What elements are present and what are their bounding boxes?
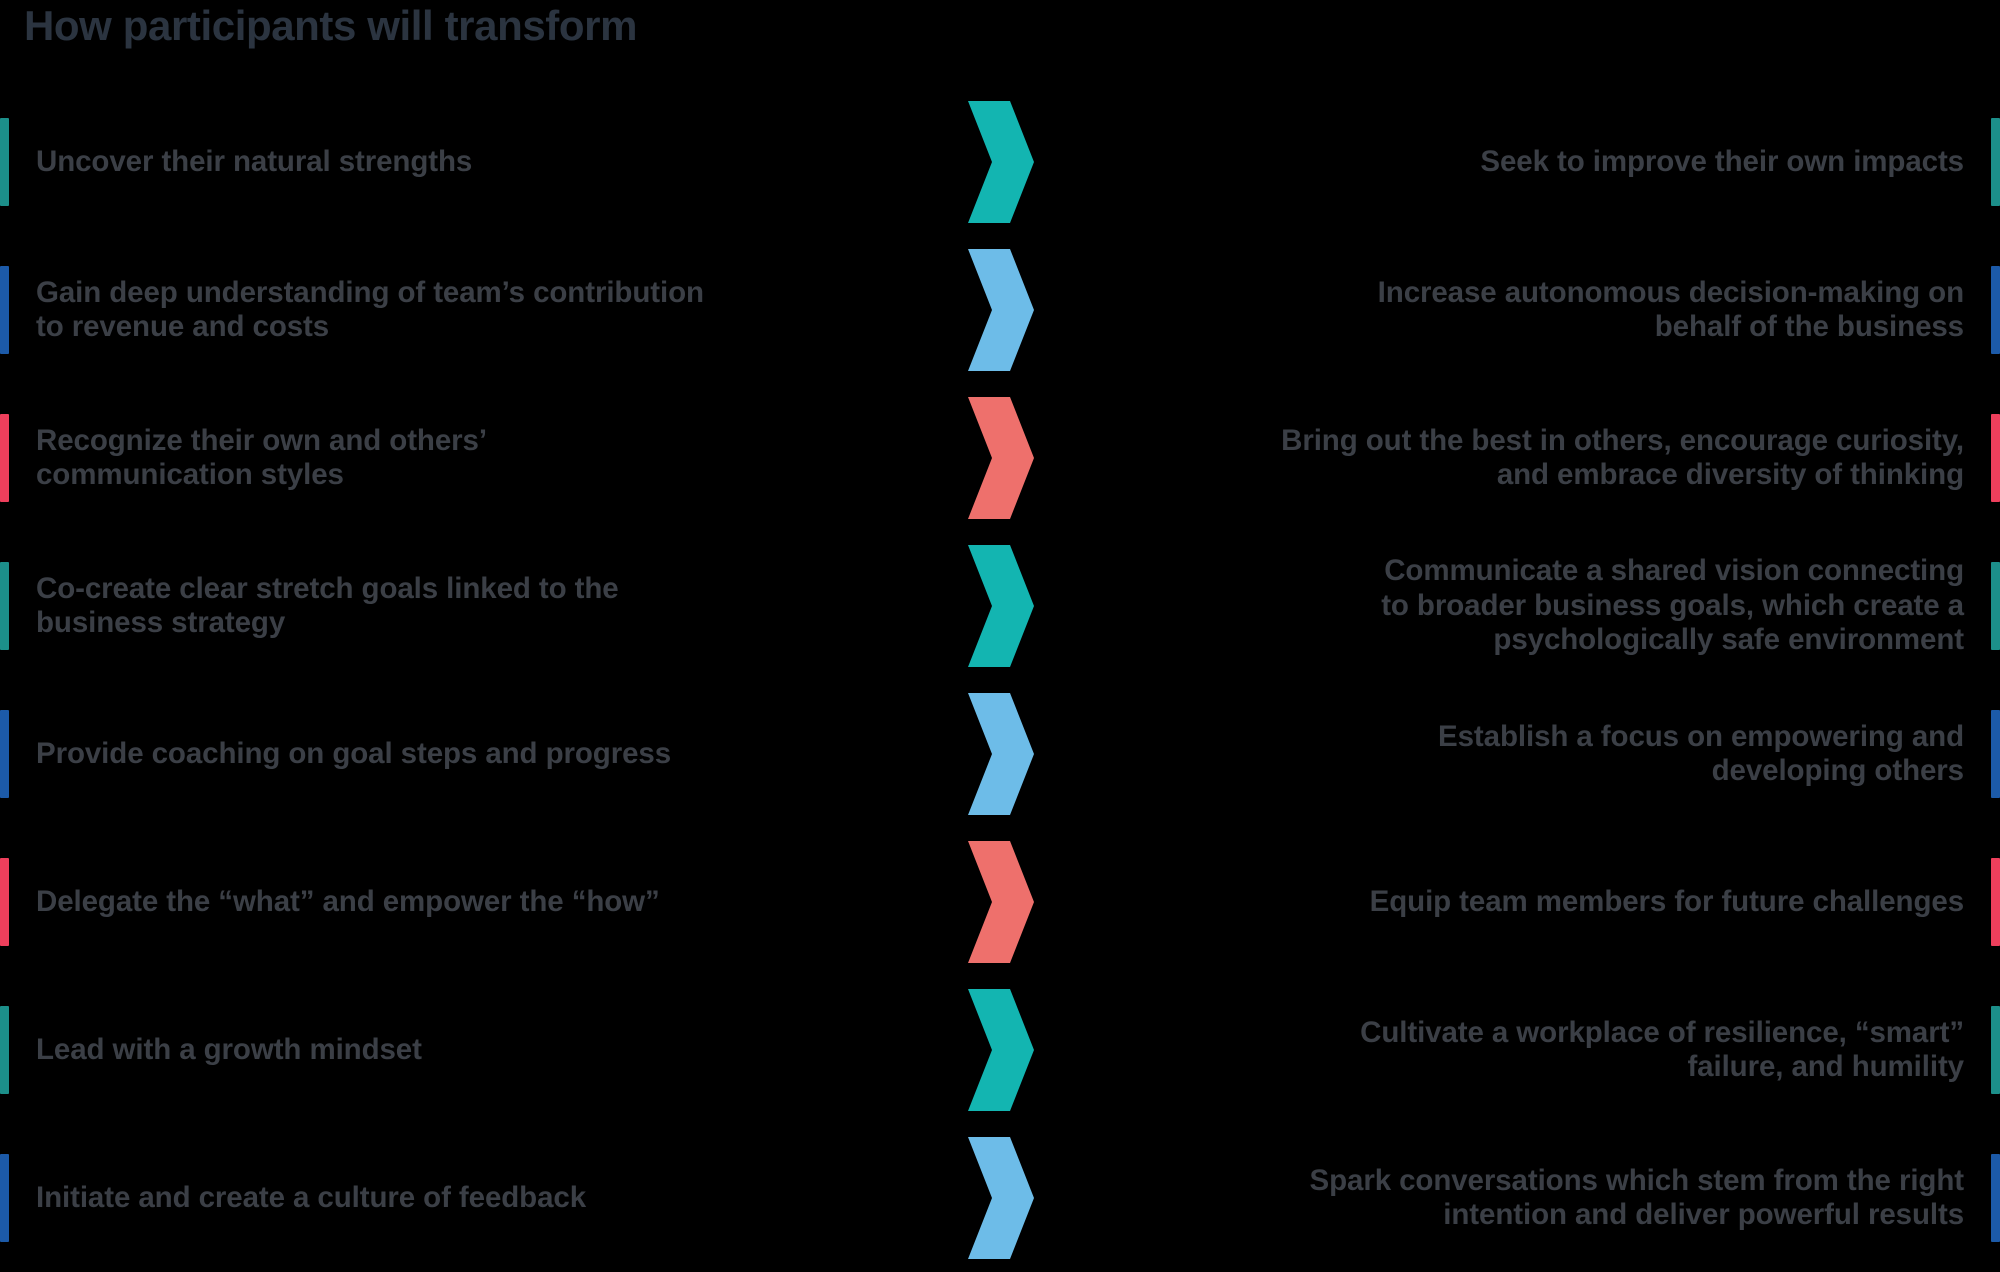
row-chevron <box>880 395 1120 521</box>
row-left-text-line: communication styles <box>36 458 344 491</box>
row-right-text-line: Cultivate a workplace of resilience, “sm… <box>1360 1015 1964 1049</box>
row-accent-bar-right <box>1991 1154 2000 1242</box>
row-right-text: Bring out the best in others, encourage … <box>1120 424 2000 493</box>
row-right-text: Cultivate a workplace of resilience, “sm… <box>1120 1016 2000 1085</box>
transformation-row: Initiate and create a culture of feedbac… <box>0 1124 2000 1272</box>
transformation-row: Delegate the “what” and empower the “how… <box>0 828 2000 976</box>
row-accent-bar-left <box>0 1006 9 1094</box>
row-right-text-line: Increase autonomous decision-making on <box>1377 275 1964 309</box>
chevron-right-icon <box>968 397 1034 519</box>
chevron-right-icon <box>968 1137 1034 1259</box>
row-accent-bar-right <box>1991 858 2000 946</box>
row-right-text: Spark conversations which stem from the … <box>1120 1164 2000 1233</box>
row-left-text-line: Provide coaching on goal steps and progr… <box>36 736 672 770</box>
row-right-text-line: failure, and humility <box>1687 1050 1964 1083</box>
transformation-row: Co-create clear stretch goals linked to … <box>0 532 2000 680</box>
row-chevron <box>880 99 1120 225</box>
row-right-text-line: Communicate a shared vision connecting <box>1384 554 1964 588</box>
row-left-text-line: Initiate and create a culture of feedbac… <box>36 1180 587 1214</box>
row-left-text: Uncover their natural strengths <box>0 145 880 180</box>
row-left-text-line: Recognize their own and others’ <box>36 423 487 457</box>
chevron-right-icon <box>968 101 1034 223</box>
row-left-text-line: Uncover their natural strengths <box>36 144 473 178</box>
chevron-right-icon <box>968 841 1034 963</box>
row-chevron <box>880 691 1120 817</box>
row-right-text: Equip team members for future challenges <box>1120 885 2000 920</box>
row-right-text: Seek to improve their own impacts <box>1120 145 2000 180</box>
row-accent-bar-left <box>0 414 9 502</box>
row-right-text-line: Spark conversations which stem from the … <box>1309 1163 1965 1197</box>
row-left-text: Gain deep understanding of team’s contri… <box>0 276 880 345</box>
row-right-text-line: developing others <box>1711 754 1964 787</box>
page-title: How participants will transform <box>24 2 638 49</box>
transformation-row: Lead with a growth mindset Cultivate a wo… <box>0 976 2000 1124</box>
row-right-text-line: psychologically safe environment <box>1493 623 1964 657</box>
transformation-row: Provide coaching on goal steps and progr… <box>0 680 2000 828</box>
chevron-right-icon <box>968 249 1034 371</box>
transformation-row: Recognize their own and others’communica… <box>0 384 2000 532</box>
row-accent-bar-left <box>0 562 9 650</box>
row-right-text-line: to broader business goals, which create … <box>1381 588 1964 622</box>
row-accent-bar-right <box>1991 562 2000 650</box>
row-left-text: Provide coaching on goal steps and progr… <box>0 737 880 772</box>
row-left-text-line: Co-create clear stretch goals linked to … <box>36 571 619 605</box>
row-accent-bar-right <box>1991 414 2000 502</box>
row-right-text-line: Seek to improve their own impacts <box>1480 144 1964 178</box>
row-accent-bar-left <box>0 266 9 354</box>
row-accent-bar-right <box>1991 1006 2000 1094</box>
chevron-right-icon <box>968 545 1034 667</box>
row-left-text: Lead with a growth mindset <box>0 1033 880 1068</box>
row-accent-bar-right <box>1991 118 2000 206</box>
row-accent-bar-left <box>0 118 9 206</box>
row-left-text: Co-create clear stretch goals linked to … <box>0 572 880 641</box>
row-chevron <box>880 1135 1120 1261</box>
row-right-text-line: Bring out the best in others, encourage … <box>1281 423 1964 457</box>
row-left-text-line: Delegate the “what” and empower the “how… <box>36 884 660 918</box>
chevron-right-icon <box>968 989 1034 1111</box>
row-right-text-line: intention and deliver powerful results <box>1443 1198 1964 1231</box>
row-right-text-line: Establish a focus on empowering and <box>1438 719 1964 753</box>
row-chevron <box>880 839 1120 965</box>
row-right-text-line: Equip team members for future challenges <box>1369 884 1964 918</box>
row-right-text-line: and embrace diversity of thinking <box>1496 458 1964 491</box>
row-left-text: Initiate and create a culture of feedbac… <box>0 1181 880 1216</box>
row-accent-bar-right <box>1991 710 2000 798</box>
row-chevron <box>880 247 1120 373</box>
row-right-text-line: behalf of the business <box>1654 310 1964 343</box>
row-accent-bar-left <box>0 858 9 946</box>
transformation-row: Uncover their natural strengths Seek to i… <box>0 88 2000 236</box>
row-left-text-line: Lead with a growth mindset <box>36 1032 422 1066</box>
row-chevron <box>880 543 1120 669</box>
row-left-text-line: business strategy <box>36 606 286 639</box>
row-accent-bar-left <box>0 710 9 798</box>
row-left-text: Recognize their own and others’communica… <box>0 424 880 493</box>
row-left-text-line: to revenue and costs <box>36 310 330 343</box>
row-chevron <box>880 987 1120 1113</box>
row-left-text-line: Gain deep understanding of team’s contri… <box>36 275 704 309</box>
row-accent-bar-left <box>0 1154 9 1242</box>
transformation-row-list: Uncover their natural strengths Seek to i… <box>0 88 2000 1272</box>
row-left-text: Delegate the “what” and empower the “how… <box>0 885 880 920</box>
row-accent-bar-right <box>1991 266 2000 354</box>
transformation-row: Gain deep understanding of team’s contri… <box>0 236 2000 384</box>
chevron-right-icon <box>968 693 1034 815</box>
